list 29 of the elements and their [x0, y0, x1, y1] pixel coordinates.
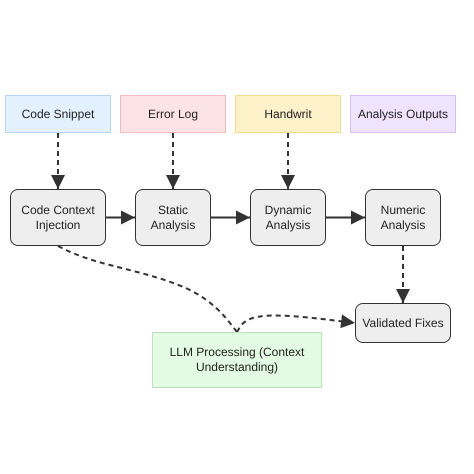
arrow — [281, 133, 295, 189]
process-box — [355, 303, 451, 343]
input-box — [5, 95, 111, 133]
node-label: Static Analysis — [150, 202, 196, 232]
process-box — [365, 189, 441, 246]
input-box — [120, 95, 226, 133]
arrow — [396, 246, 410, 303]
arrow — [211, 210, 250, 224]
process-box — [250, 189, 326, 246]
arrow — [166, 133, 180, 189]
process-box — [135, 189, 211, 246]
node-label: Code Context Injection — [20, 202, 96, 232]
arrow — [326, 210, 365, 224]
input-box — [350, 95, 456, 133]
arrow — [106, 210, 135, 224]
node-label: Analysis Outputs — [356, 106, 450, 122]
node-label: Dynamic Analysis — [264, 202, 312, 232]
node-label: Numeric Analysis — [380, 202, 426, 232]
connector-line — [58, 245, 238, 333]
node-label: LLM Processing (Context Understanding) — [168, 345, 306, 375]
arrow — [236, 314, 356, 332]
node-label: Validated Fixes — [361, 316, 445, 330]
node-label: Code Snippet — [20, 106, 96, 122]
node-label: Handwrit — [263, 106, 313, 122]
process-box — [10, 189, 106, 246]
process-box — [152, 332, 322, 388]
node-label: Error Log — [146, 106, 200, 122]
arrow — [51, 133, 65, 189]
input-box — [235, 95, 341, 133]
